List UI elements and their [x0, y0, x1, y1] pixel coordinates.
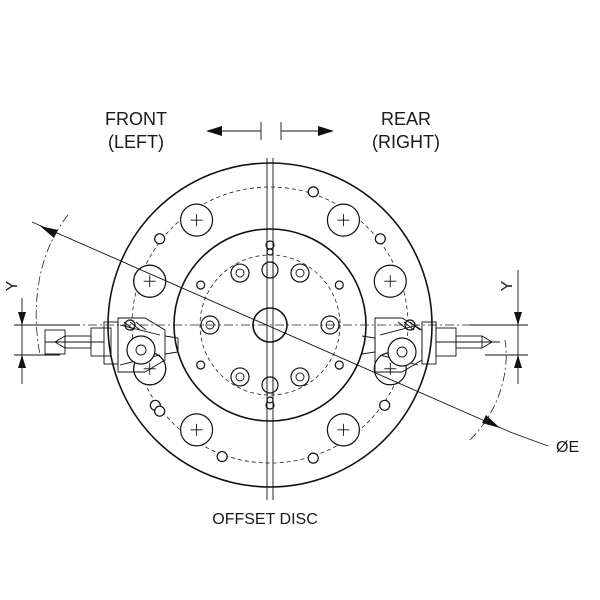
- direction-arrows: [206, 122, 334, 140]
- diameter-arrow-left: [40, 226, 58, 238]
- outer-small-hole: [216, 450, 228, 463]
- y-label-right: Y: [499, 280, 516, 291]
- diameter-leader: [509, 431, 549, 447]
- inner-bolt-hole: [230, 367, 250, 387]
- inner-bolt-hole: [290, 367, 310, 387]
- split-key-hole: [261, 376, 279, 394]
- front-label: FRONT: [105, 109, 167, 129]
- vertical-center-line: [266, 158, 274, 500]
- swing-arc-right: [469, 339, 507, 441]
- inner-small-hole: [196, 280, 206, 290]
- right-tool-assembly: [361, 317, 500, 373]
- inner-bolt-hole-center: [295, 268, 305, 278]
- inner-bolt-hole: [230, 263, 250, 283]
- outer-small-hole: [154, 405, 166, 417]
- diameter-arrow-right: [482, 415, 500, 428]
- outer-small-hole: [307, 186, 319, 198]
- outer-small-hole: [374, 233, 386, 245]
- diameter-dimension-line: [31, 221, 511, 433]
- inner-small-hole: [196, 360, 206, 370]
- y-dimension-left: [14, 298, 80, 384]
- outer-small-hole: [154, 233, 166, 245]
- split-key-hole: [261, 261, 279, 279]
- rear-sublabel: (RIGHT): [372, 132, 440, 152]
- y-label-left: Y: [4, 280, 21, 291]
- diameter-label: ØE: [556, 439, 579, 456]
- inner-small-hole: [334, 360, 344, 370]
- front-sublabel: (LEFT): [108, 132, 164, 152]
- inner-small-hole: [334, 280, 344, 290]
- caption-label: OFFSET DISC: [212, 511, 318, 528]
- left-tool-assembly: [44, 317, 179, 373]
- inner-bolt-hole: [290, 263, 310, 283]
- inner-bolt-hole-center: [235, 268, 245, 278]
- outer-small-hole: [379, 399, 391, 411]
- outer-small-hole: [307, 452, 319, 464]
- inner-bolt-hole-center: [235, 372, 245, 382]
- inner-bolt-hole-center: [295, 372, 305, 382]
- split-pin-hole: [266, 248, 274, 256]
- y-dimension-right: [470, 270, 528, 384]
- split-pin-hole: [266, 396, 274, 404]
- rear-label: REAR: [381, 109, 431, 129]
- swing-arc-left: [35, 214, 69, 356]
